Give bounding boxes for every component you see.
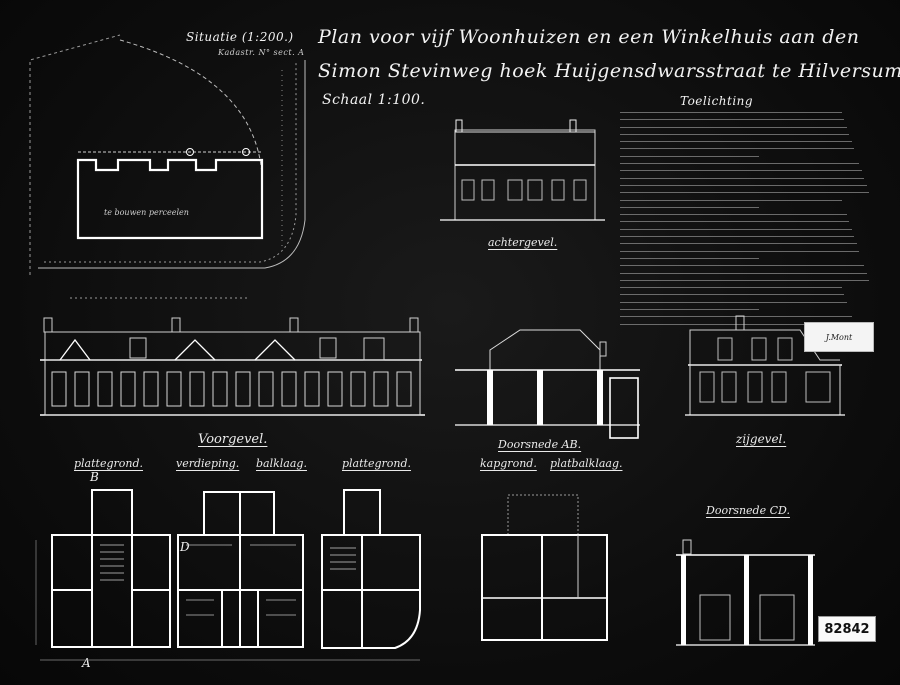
label-balklaag: balklaag. xyxy=(256,457,307,470)
front-window xyxy=(120,371,136,407)
note-line xyxy=(620,177,865,179)
note-line xyxy=(620,133,850,135)
note-line xyxy=(620,112,842,113)
section-mark-b: B xyxy=(90,470,100,484)
label-doorsnede-cd: Doorsnede CD. xyxy=(706,504,790,517)
note-line xyxy=(620,206,759,208)
note-line xyxy=(620,236,855,238)
note-line xyxy=(620,272,867,274)
note-line xyxy=(620,287,842,289)
drawing-title-line-1: Plan voor vijf Woonhuizen en een Winkelh… xyxy=(318,26,860,48)
signature-stamp: J.Mont xyxy=(804,322,874,352)
note-line xyxy=(620,126,847,128)
note-line xyxy=(620,163,860,165)
label-achtergevel: achtergevel. xyxy=(488,236,558,249)
note-line xyxy=(620,199,842,201)
label-plattegrond-left: plattegrond. xyxy=(74,457,144,470)
front-window xyxy=(373,371,389,407)
section-ab xyxy=(455,329,640,439)
floor-plan-right xyxy=(321,489,421,649)
front-window xyxy=(235,371,251,407)
note-line xyxy=(620,309,759,311)
situation-plan xyxy=(29,34,306,299)
note-line xyxy=(620,192,870,194)
situation-sublabel: Kadastr. N° sect. A xyxy=(218,48,305,57)
front-window xyxy=(304,371,320,407)
label-zijgevel: zijgevel. xyxy=(736,432,787,446)
situation-label: Situatie (1:200.) xyxy=(186,30,294,44)
floor-plan-middle xyxy=(177,491,304,648)
front-window xyxy=(350,371,366,407)
note-line xyxy=(620,301,847,303)
rear-elevation xyxy=(440,119,605,221)
note-line xyxy=(620,148,855,150)
front-window xyxy=(212,371,228,407)
label-voorgevel: Voorgevel. xyxy=(198,432,268,447)
side-elevation xyxy=(685,315,845,416)
explanation-heading: Toelichting xyxy=(680,94,754,108)
section-mark-d: D xyxy=(180,540,191,554)
note-line xyxy=(620,141,852,143)
drawing-title-line-2: Simon Stevinweg hoek Huijgensdwarsstraat… xyxy=(318,60,900,82)
front-window xyxy=(189,371,205,407)
label-plattegrond-right: plattegrond. xyxy=(342,457,412,470)
note-line xyxy=(620,184,867,186)
front-window xyxy=(74,371,90,407)
note-line xyxy=(620,294,845,296)
front-window xyxy=(281,371,297,407)
section-cd xyxy=(676,539,815,646)
front-window xyxy=(51,371,67,407)
floor-plan-left xyxy=(51,489,171,648)
note-line xyxy=(620,228,852,230)
note-line xyxy=(620,214,847,216)
roof-plan xyxy=(481,494,608,641)
note-line xyxy=(620,170,862,172)
front-window xyxy=(327,371,343,407)
front-window xyxy=(97,371,113,407)
drawing-scale: Schaal 1:100. xyxy=(322,92,426,108)
label-doorsnede-ab: Doorsnede AB. xyxy=(498,438,582,451)
front-elevation xyxy=(40,317,425,416)
note-line xyxy=(620,265,865,267)
note-line xyxy=(620,279,870,281)
note-line xyxy=(620,250,860,252)
front-window xyxy=(166,371,182,407)
front-window xyxy=(258,371,274,407)
dimension-lines xyxy=(35,540,420,661)
note-line xyxy=(620,243,857,245)
front-window xyxy=(143,371,159,407)
plot-label: te bouwen perceelen xyxy=(104,208,189,217)
label-verdieping: verdieping. xyxy=(176,457,240,470)
label-kapgrond: kapgrond. xyxy=(480,457,537,470)
note-line xyxy=(620,257,759,259)
note-line xyxy=(620,323,855,325)
section-mark-a: A xyxy=(82,656,92,670)
note-line xyxy=(620,119,845,121)
front-window xyxy=(396,371,412,407)
archive-number-label: 82842 xyxy=(818,616,876,642)
note-line xyxy=(620,221,850,223)
note-line xyxy=(620,155,759,157)
label-platbalklaag: platbalklaag. xyxy=(550,457,623,470)
